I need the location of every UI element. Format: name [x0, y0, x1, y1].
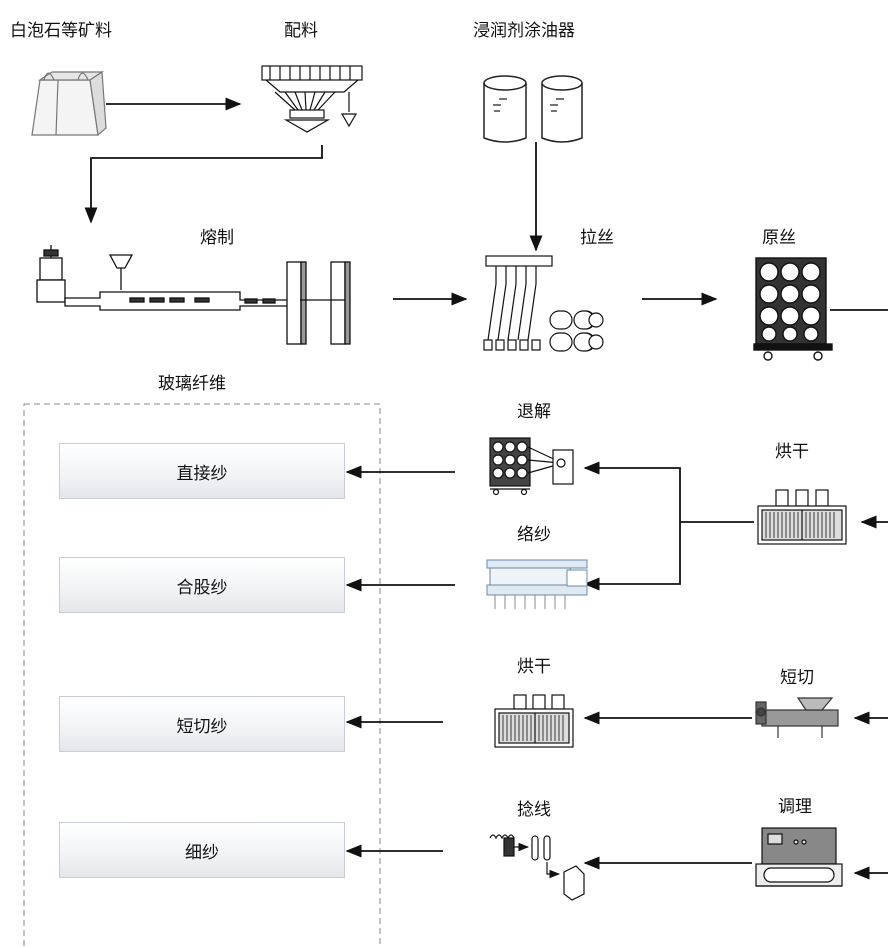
arrow-branch-to-unwinding — [583, 461, 681, 522]
batching-hopper-icon — [261, 65, 363, 133]
product-label-direct-roving: 直接纱 — [176, 463, 228, 484]
label-glass-fiber: 玻璃纤维 — [158, 374, 226, 394]
label-batching: 配料 — [284, 21, 318, 41]
label-drawing: 拉丝 — [580, 228, 614, 248]
strand-cart-icon — [753, 257, 833, 361]
conditioning-icon — [755, 827, 843, 887]
label-winding: 络纱 — [517, 525, 551, 545]
sizing-drums-icon — [483, 75, 583, 143]
product-label-fine-yarn: 细纱 — [185, 842, 219, 863]
drying-oven-2-icon — [494, 694, 574, 748]
label-sizing-applicator: 浸润剂涂油器 — [473, 21, 575, 41]
drying-oven-icon — [757, 489, 847, 545]
furnace-line-icon — [36, 245, 351, 345]
label-melting: 熔制 — [200, 228, 234, 248]
label-raw-material: 白泡石等矿料 — [10, 21, 112, 41]
label-drying-2: 烘干 — [517, 657, 551, 677]
flow-arrows — [84, 97, 888, 880]
product-box-chopped-strand: 短切纱 — [59, 696, 345, 752]
label-chopping: 短切 — [780, 668, 814, 688]
chopper-icon — [755, 697, 839, 738]
fiber-drawing-icon — [483, 255, 604, 352]
label-raw-strand: 原丝 — [762, 228, 796, 248]
product-label-chopped-strand: 短切纱 — [176, 716, 228, 737]
glass-fiber-products-container — [23, 403, 381, 947]
label-conditioning: 调理 — [778, 797, 812, 817]
winding-machine-icon — [486, 559, 588, 609]
product-label-assembled-roving: 合股纱 — [176, 577, 228, 598]
label-unwinding: 退解 — [517, 402, 551, 422]
product-box-assembled-roving: 合股纱 — [59, 557, 345, 613]
unwinding-creel-icon — [489, 437, 574, 496]
bulk-bag-icon — [31, 70, 107, 137]
arrow-branch-to-winding — [583, 522, 681, 591]
label-drying-1: 烘干 — [775, 442, 809, 462]
twisting-icon — [489, 834, 585, 901]
label-twisting: 捻线 — [517, 800, 551, 820]
product-box-direct-roving: 直接纱 — [59, 443, 345, 499]
product-box-fine-yarn: 细纱 — [59, 822, 345, 878]
arrow-batching-to-melting — [84, 145, 323, 224]
